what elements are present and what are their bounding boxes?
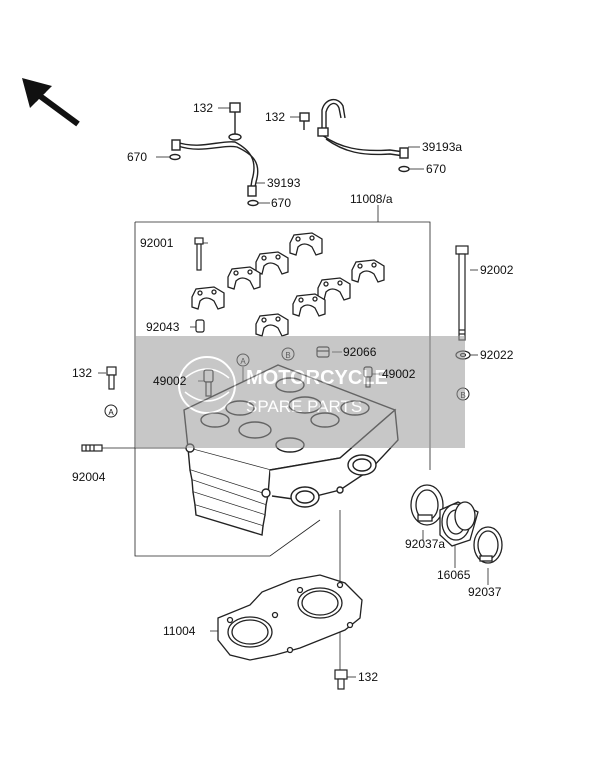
cam-cap — [255, 313, 289, 337]
label-39193: 39193 — [267, 176, 301, 190]
label-49002-left: 49002 — [153, 374, 187, 388]
cap-bolt-92001 — [194, 237, 204, 271]
label-670-left: 670 — [127, 150, 147, 164]
label-92001: 92001 — [140, 236, 174, 250]
label-11004: 11004 — [163, 624, 196, 638]
part-labels: 132 132 670 39193 670 39193a 670 11008/a… — [72, 101, 514, 684]
label-92043: 92043 — [146, 320, 180, 334]
clamp-92037 — [473, 526, 503, 564]
dowel-pin-92043 — [195, 319, 205, 333]
label-92066: 92066 — [343, 345, 377, 359]
label-132-top-left: 132 — [193, 101, 213, 115]
cam-cap — [289, 232, 323, 256]
cam-cap — [351, 259, 385, 283]
head-gasket-11004 — [217, 574, 363, 661]
camshaft-caps — [191, 232, 385, 337]
label-132-left: 132 — [72, 366, 92, 380]
label-11008a: 11008/a — [350, 192, 393, 206]
label-92037a: 92037a — [405, 537, 445, 551]
watermark: MOTORCYCLE SPARE PARTS — [135, 336, 465, 448]
bolt-132-left — [106, 366, 117, 390]
label-16065: 16065 — [437, 568, 471, 582]
label-670-bottom: 670 — [271, 196, 291, 210]
watermark-line-1: MOTORCYCLE — [246, 367, 388, 389]
oil-pipe-left — [169, 102, 259, 207]
label-39193a: 39193a — [422, 140, 462, 154]
cam-cap — [292, 293, 326, 317]
label-92002: 92002 — [480, 263, 514, 277]
label-132-bottom: 132 — [358, 670, 378, 684]
label-49002-right: 49002 — [382, 367, 416, 381]
svg-text:A: A — [108, 408, 114, 417]
oil-pipe-right — [299, 99, 410, 173]
stud-bolt-92002 — [455, 245, 469, 341]
bolt-132-bottom — [334, 669, 348, 690]
label-132-top-right: 132 — [265, 110, 285, 124]
clamp-92037a — [410, 484, 444, 526]
label-92004: 92004 — [72, 470, 106, 484]
stud-92004 — [81, 444, 103, 452]
cam-cap — [317, 277, 351, 301]
label-92037: 92037 — [468, 585, 502, 599]
label-670-right: 670 — [426, 162, 446, 176]
front-direction-arrow-icon — [22, 78, 80, 127]
ref-marker-a-left: A — [104, 404, 118, 418]
intake-holder-16065 — [439, 501, 479, 547]
cam-cap — [255, 251, 289, 275]
label-92022: 92022 — [480, 348, 514, 362]
watermark-line-2: SPARE PARTS — [246, 397, 362, 416]
cam-cap — [227, 266, 261, 290]
cam-cap — [191, 286, 225, 310]
